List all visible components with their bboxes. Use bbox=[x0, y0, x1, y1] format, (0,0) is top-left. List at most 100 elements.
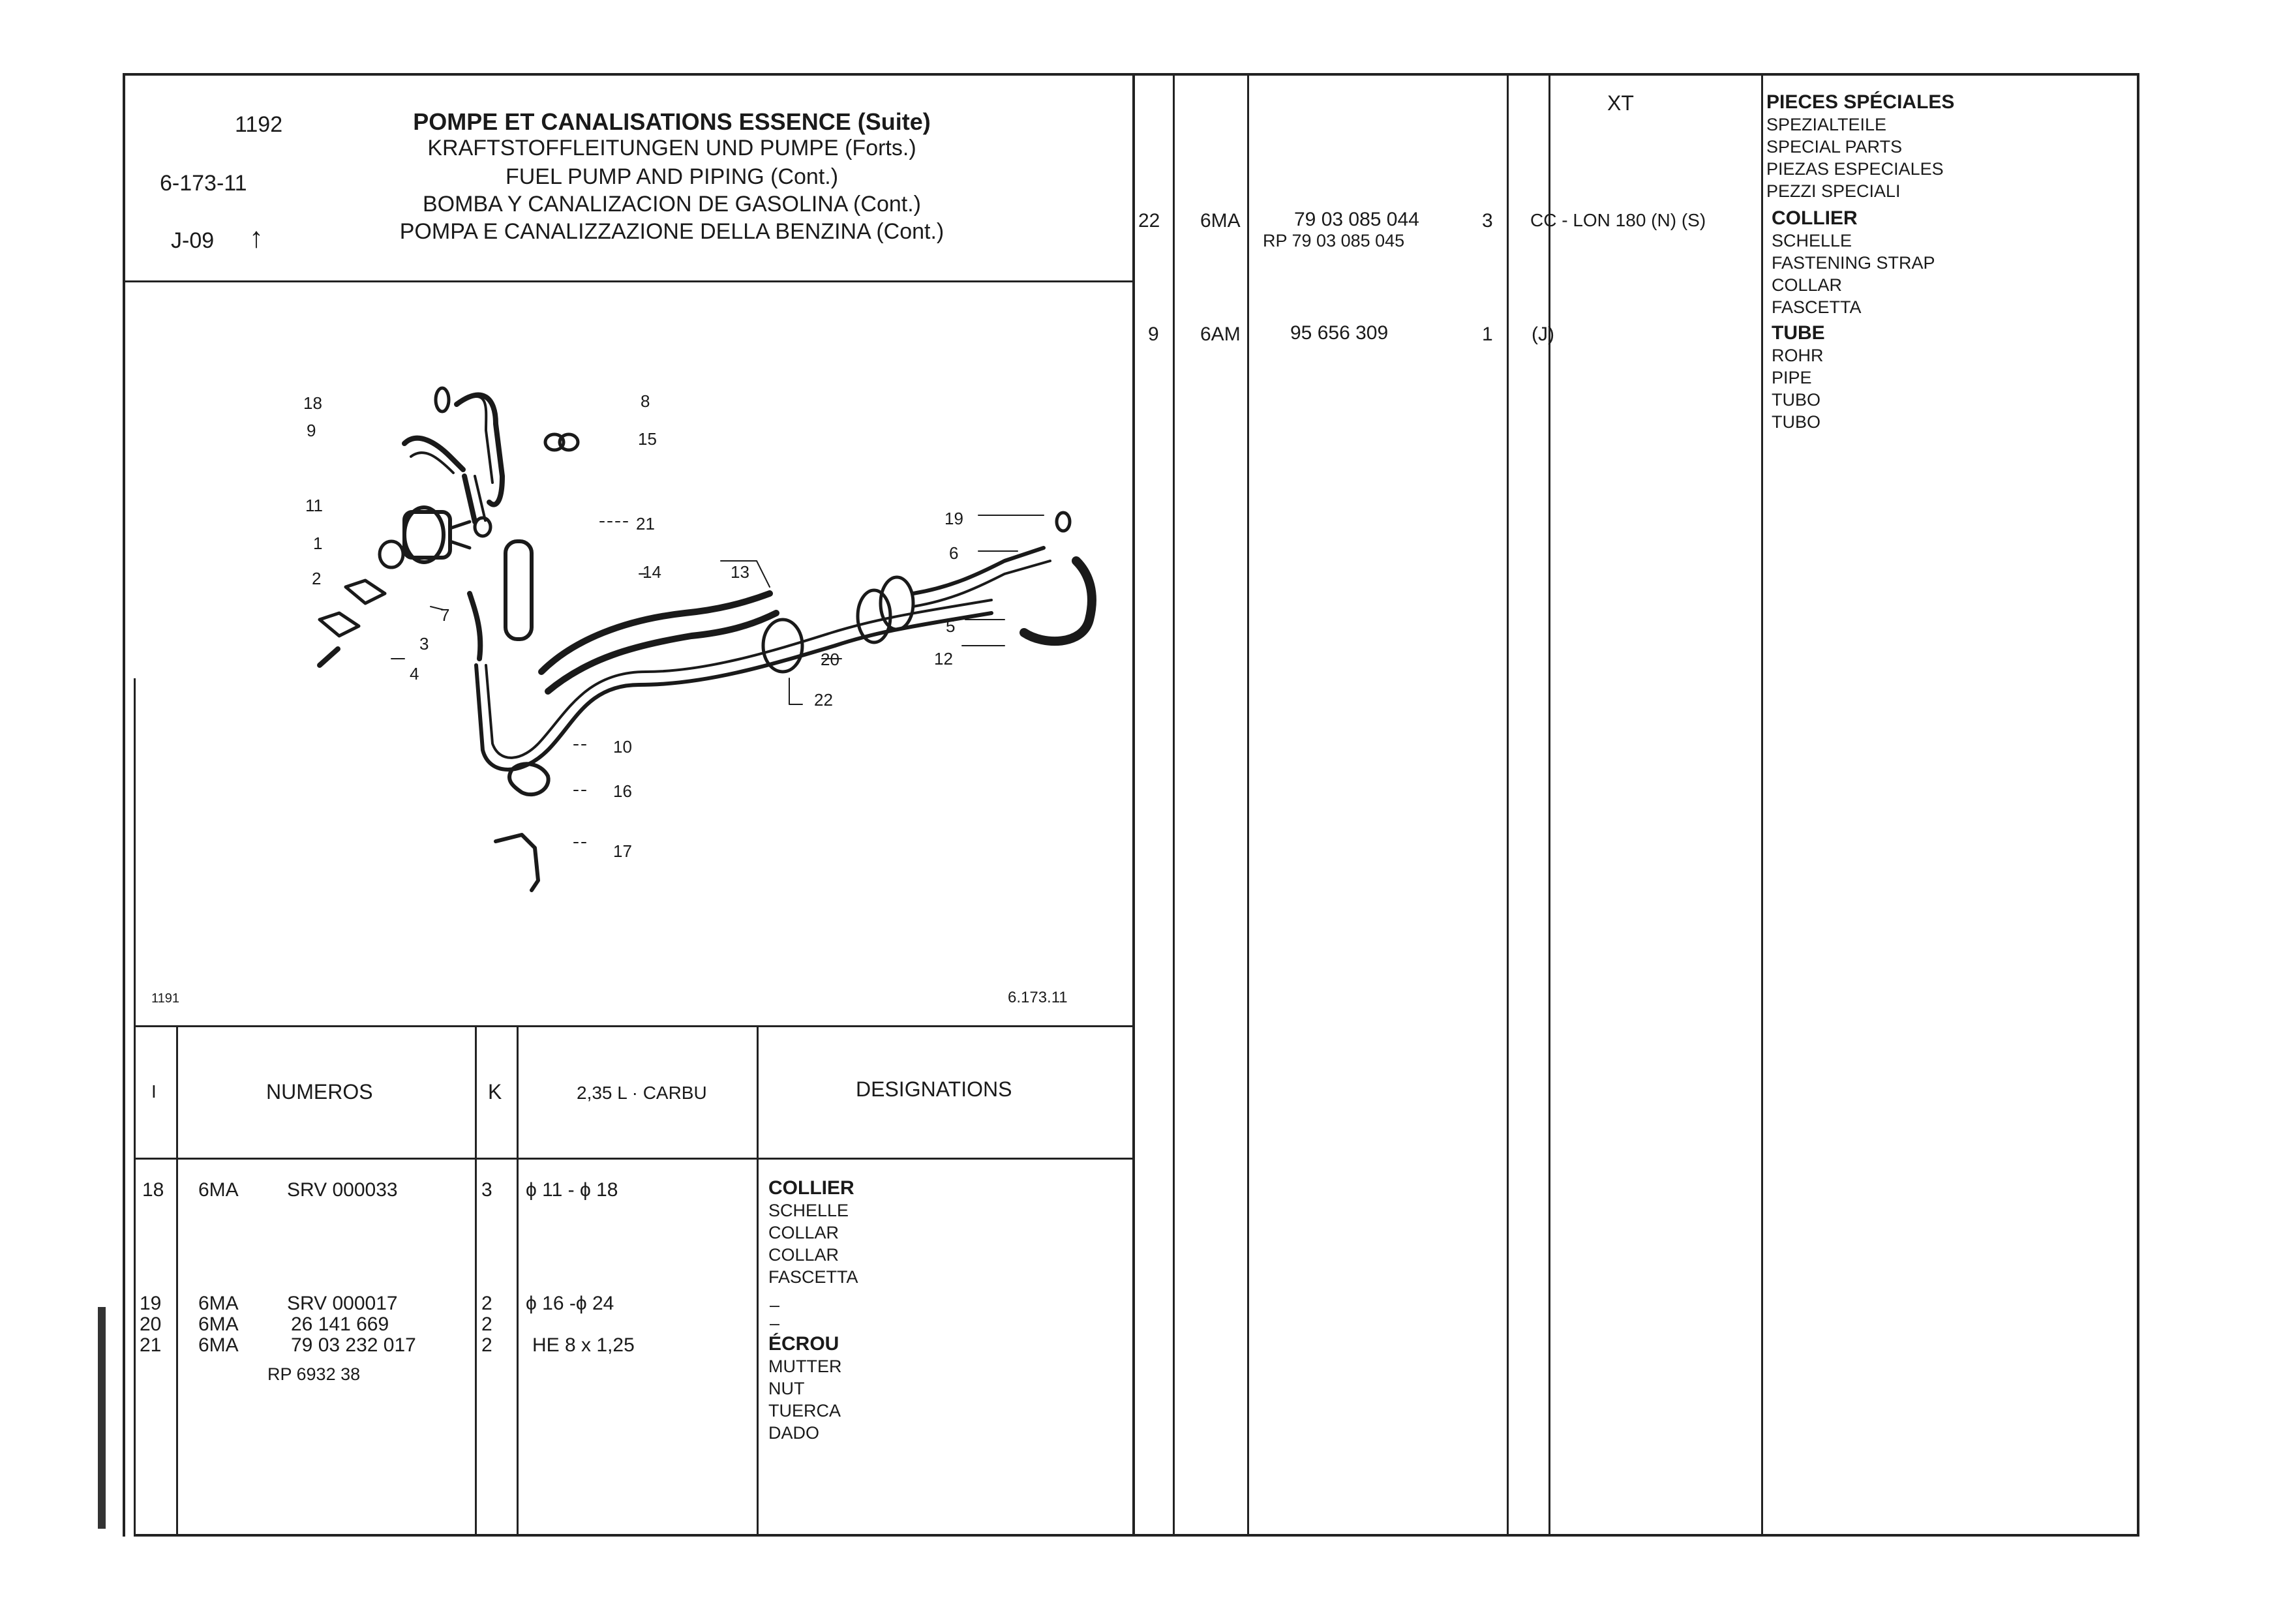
callout-22: 22 bbox=[814, 690, 833, 710]
title-fr: POMPE ET CANALISATIONS ESSENCE (Suite) bbox=[413, 108, 931, 135]
left-panel-border bbox=[1132, 73, 1135, 1537]
diagram-footer-left: 1191 bbox=[151, 991, 180, 1006]
row-18-spec: ϕ 11 - ϕ 18 bbox=[526, 1179, 618, 1201]
callout-19: 19 bbox=[944, 509, 963, 528]
callout-2: 2 bbox=[312, 569, 322, 588]
row-18-qty: 3 bbox=[481, 1179, 492, 1201]
callout-1: 1 bbox=[313, 533, 323, 553]
right-row-9-designation: TUBE ROHR PIPE TUBO TUBO bbox=[1772, 322, 1825, 432]
hose-8 bbox=[454, 392, 505, 507]
right-row-9-ref: 9 bbox=[1148, 323, 1159, 345]
row-21-qty: 2 bbox=[481, 1334, 492, 1356]
tcol-sep-1 bbox=[176, 1025, 178, 1537]
frame-right bbox=[2137, 73, 2139, 1537]
row-21-spec: HE 8 x 1,25 bbox=[532, 1334, 635, 1356]
row-19-code: 6MA bbox=[198, 1293, 239, 1314]
row-20-designation: – bbox=[770, 1314, 780, 1333]
right-row-22-designation: COLLIER SCHELLE FASTENING STRAP COLLAR F… bbox=[1772, 207, 1935, 317]
right-row-9-qty: 1 bbox=[1482, 323, 1493, 345]
col-sep-number bbox=[1507, 73, 1509, 1537]
callout-12: 12 bbox=[934, 649, 953, 668]
row-19-ref: 19 bbox=[140, 1293, 162, 1314]
row-18-code: 6MA bbox=[198, 1179, 239, 1201]
title-de: KRAFTSTOFFLEITUNGEN UND PUMPE (Forts.) bbox=[427, 136, 916, 160]
callout-5: 5 bbox=[946, 616, 956, 636]
col-header-numeros: NUMEROS bbox=[266, 1080, 373, 1104]
title-es: BOMBA Y CANALIZACION DE GASOLINA (Cont.) bbox=[423, 192, 921, 217]
frame-top bbox=[123, 73, 2138, 76]
row-20-number: 26 141 669 bbox=[291, 1314, 389, 1335]
row-20-ref: 20 bbox=[140, 1314, 162, 1335]
callout-9: 9 bbox=[307, 421, 316, 440]
col-sep-ref bbox=[1173, 73, 1175, 1537]
frame-left-inner bbox=[134, 678, 136, 1537]
col-sep-qty bbox=[1548, 73, 1550, 1537]
fuel-pump-diagram bbox=[317, 386, 1096, 892]
callout-18: 18 bbox=[303, 393, 322, 413]
col-header-index: I bbox=[151, 1081, 157, 1102]
row-21-code: 6MA bbox=[198, 1334, 239, 1356]
title-en: FUEL PUMP AND PIPING (Cont.) bbox=[505, 164, 839, 189]
frame-bottom bbox=[134, 1534, 2138, 1537]
row-21-number: 79 03 232 017 bbox=[291, 1334, 416, 1356]
callout-10: 10 bbox=[613, 737, 632, 757]
table-header-sep bbox=[134, 1158, 1134, 1160]
callout-16: 16 bbox=[613, 781, 632, 801]
tcol-sep-3 bbox=[517, 1025, 519, 1537]
row-18-designation: COLLIER SCHELLE COLLAR COLLAR FASCETTA bbox=[768, 1177, 858, 1287]
row-18-ref: 18 bbox=[142, 1179, 164, 1201]
callout-13: 13 bbox=[731, 562, 749, 582]
right-row-22-qty: 3 bbox=[1482, 210, 1493, 232]
right-row-22-number-extra: RP 79 03 085 045 bbox=[1263, 231, 1405, 250]
callout-21: 21 bbox=[636, 514, 655, 533]
scan-edge-mark bbox=[98, 1307, 106, 1529]
pipe-9 bbox=[402, 435, 466, 472]
callout-3: 3 bbox=[419, 634, 429, 653]
row-21-number-extra: RP 6932 38 bbox=[267, 1364, 361, 1384]
hose-8-inner bbox=[468, 395, 494, 484]
callout-4: 4 bbox=[410, 664, 419, 683]
right-row-22-spec: CC - LON 180 (N) (S) bbox=[1530, 210, 1706, 230]
col-sep-code bbox=[1247, 73, 1249, 1537]
series-code: J-09 bbox=[171, 228, 215, 253]
frame-left bbox=[123, 73, 125, 1537]
callout-20: 20 bbox=[821, 650, 839, 669]
right-row-22-number: 79 03 085 044 bbox=[1294, 209, 1419, 230]
row-20-code: 6MA bbox=[198, 1314, 239, 1335]
col-header-k: K bbox=[488, 1080, 502, 1104]
callout-17: 17 bbox=[613, 841, 632, 861]
row-19-designation: – bbox=[770, 1295, 780, 1315]
title-it: POMPA E CANALIZZAZIONE DELLA BENZINA (Co… bbox=[399, 219, 944, 244]
col-header-designations: DESIGNATIONS bbox=[856, 1077, 1012, 1101]
right-row-22-ref: 22 bbox=[1138, 210, 1160, 232]
header-sep bbox=[123, 280, 1134, 282]
row-19-qty: 2 bbox=[481, 1293, 492, 1314]
callout-15: 15 bbox=[638, 429, 657, 449]
group-code: 6-173-11 bbox=[160, 171, 247, 196]
title-block: POMPE ET CANALISATIONS ESSENCE (Suite) K… bbox=[280, 108, 1063, 278]
col-header-variant: 2,35 L · CARBU bbox=[577, 1083, 707, 1103]
row-20-qty: 2 bbox=[481, 1314, 492, 1335]
right-row-9-number: 95 656 309 bbox=[1290, 322, 1389, 344]
row-21-designation: ÉCROU MUTTER NUT TUERCA DADO bbox=[768, 1333, 842, 1443]
callout-14: 14 bbox=[642, 562, 661, 582]
page-number: 1192 bbox=[235, 112, 283, 137]
callout-6: 6 bbox=[949, 543, 959, 563]
diagram-sep bbox=[134, 1025, 1134, 1027]
callout-11: 11 bbox=[305, 496, 323, 515]
row-19-number: SRV 000017 bbox=[287, 1293, 398, 1314]
right-variant-header: XT bbox=[1607, 91, 1634, 115]
row-21-ref: 21 bbox=[140, 1334, 162, 1356]
special-parts-header: PIECES SPÉCIALES SPEZIALTEILE SPECIAL PA… bbox=[1766, 91, 1955, 201]
tcol-sep-4 bbox=[757, 1025, 759, 1537]
diagram-footer-right: 6.173.11 bbox=[1008, 989, 1068, 1006]
callout-7: 7 bbox=[440, 605, 450, 625]
right-row-9-code: 6AM bbox=[1200, 323, 1241, 345]
col-sep-spec bbox=[1761, 73, 1763, 1537]
right-row-22-code: 6MA bbox=[1200, 210, 1241, 232]
tcol-sep-2 bbox=[475, 1025, 477, 1537]
callout-8: 8 bbox=[641, 391, 650, 411]
arrow-up-icon: ↑ bbox=[249, 222, 264, 254]
row-19-spec: ϕ 16 -ϕ 24 bbox=[526, 1293, 614, 1314]
row-18-number: SRV 000033 bbox=[287, 1179, 398, 1201]
